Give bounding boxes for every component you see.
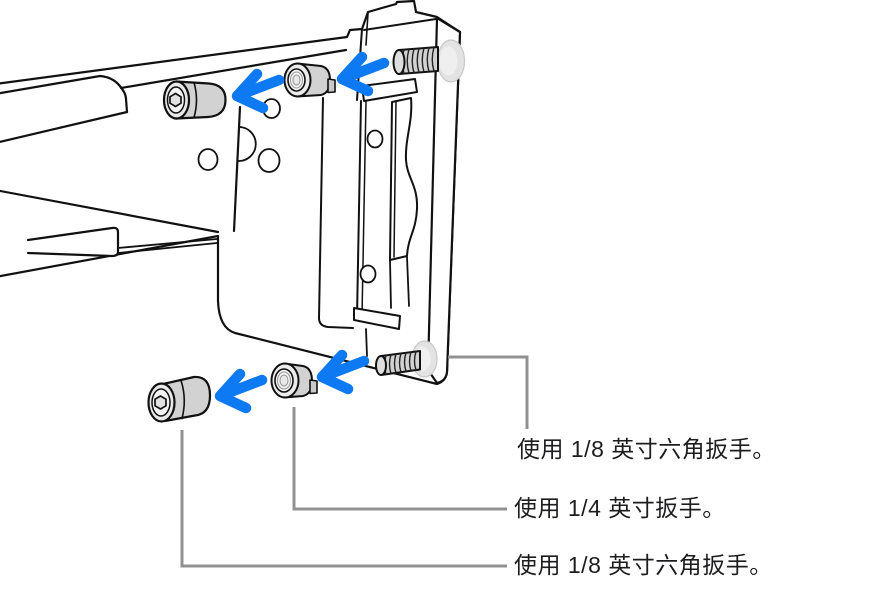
channel-hook	[361, 78, 418, 102]
callout-label-hex-wrench-bottom: 使用 1/8 英寸六角扳手。	[514, 552, 773, 578]
bottom-fold-line	[365, 328, 368, 357]
barrel-nut-top	[283, 62, 336, 98]
nut-thread-1	[289, 71, 304, 89]
left-arrow-icon-bottom-inner	[214, 368, 268, 414]
latch-lower-left	[389, 259, 392, 309]
face-fold-bulge	[237, 126, 257, 162]
callout-label-quarter-inch-wrench: 使用 1/4 英寸扳手。	[514, 495, 726, 521]
bracket-rear-plate	[426, 16, 462, 385]
channel-wall-outer	[356, 100, 362, 318]
inner-rail-bottom-line	[0, 110, 129, 143]
rail-hole-3	[197, 148, 219, 171]
nut-tab	[327, 78, 336, 94]
left-arrow-icon-top-outer	[336, 51, 390, 97]
left-arrow-icon-top-inner	[231, 68, 285, 114]
lower-strip-top	[117, 238, 218, 249]
arrow-head	[231, 68, 269, 114]
arrow-shaft	[239, 74, 285, 99]
arrow-head	[214, 368, 252, 414]
left-arrow-icon-bottom-outer	[316, 349, 370, 395]
arrow-head	[336, 51, 374, 97]
lower-strip-bottom	[117, 242, 218, 254]
arrow-shaft	[344, 57, 390, 82]
rail-hole-2	[257, 148, 281, 173]
latch-lower-right	[406, 256, 410, 307]
socket-head-screw-bottom	[147, 375, 212, 423]
socket-head-screw-top	[162, 80, 227, 120]
socket-screw-step	[193, 81, 198, 119]
screw-tip	[392, 49, 406, 75]
inner-rail-top-line	[0, 74, 102, 95]
screw-threads	[383, 350, 417, 375]
rail-lower-edge	[0, 189, 220, 234]
callout-lines	[180, 355, 529, 568]
socket-screw-body	[161, 375, 212, 423]
rack-adapter-bracket	[318, 12, 462, 385]
bracket-latch	[389, 97, 419, 261]
nut-thread-2	[279, 374, 289, 387]
latch-inner-line	[393, 101, 397, 258]
callout-line-threaded-screw	[448, 355, 529, 429]
screw-tip	[375, 355, 387, 376]
callout-label-hex-wrench-top: 使用 1/8 英寸六角扳手。	[517, 436, 776, 462]
arrow-shaft	[324, 355, 370, 380]
hex-socket	[154, 395, 167, 410]
channel-bottom-bar	[353, 307, 401, 330]
nut-thread-1	[276, 371, 292, 390]
threaded-screw-top	[392, 46, 439, 75]
hex-socket	[169, 92, 182, 108]
inner-rail-chamfer	[98, 74, 129, 114]
grommet-inner	[439, 46, 458, 76]
callout-line-socket-screw	[180, 430, 507, 568]
bracket-top-fold	[363, 18, 437, 31]
bracket-tab-fold	[365, 12, 369, 46]
bracket-hole-bottom	[359, 264, 377, 284]
barrel-nut-bottom	[270, 362, 318, 399]
nut-thread-2	[292, 74, 301, 86]
bracket-hole-top	[366, 129, 384, 149]
threaded-screw-bottom	[375, 350, 421, 376]
nut-tab	[309, 379, 318, 395]
screw-grommet-top	[436, 39, 466, 83]
bracket-left-edge	[318, 97, 354, 329]
arrow-head	[316, 349, 354, 395]
slide-rail	[0, 0, 462, 386]
lower-slide-bar	[26, 226, 120, 258]
socket-screw-step	[180, 379, 186, 420]
arrow-shaft	[222, 374, 268, 399]
rail-top-face-line	[119, 48, 348, 90]
callout-line-barrel-nut	[292, 407, 507, 511]
